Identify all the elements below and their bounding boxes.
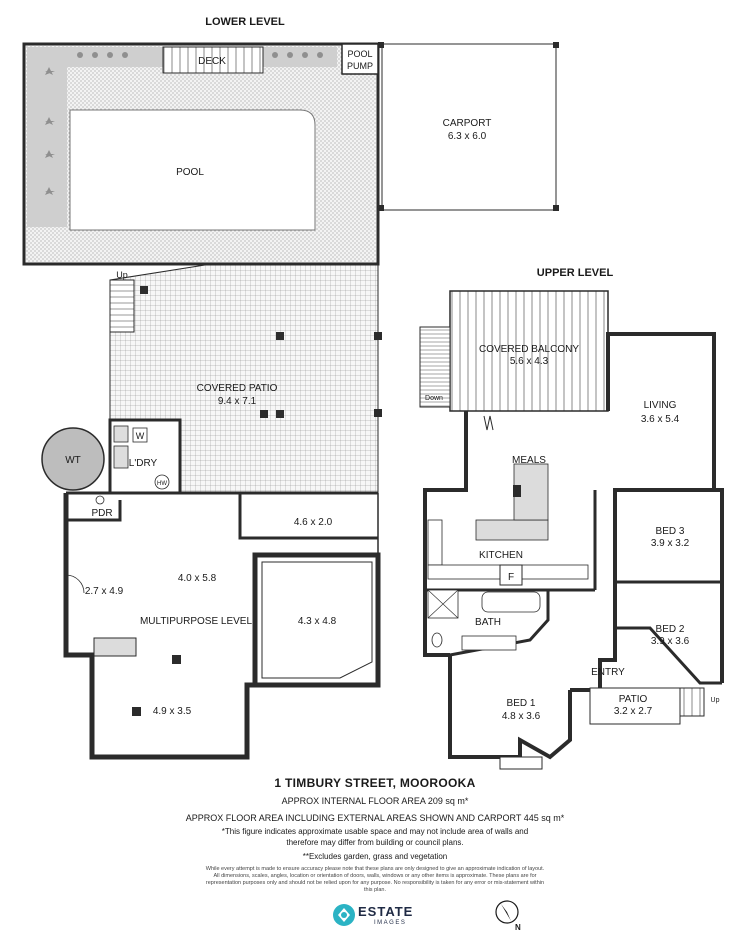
upper-level-walls: [423, 332, 724, 760]
kitchen: F MEALS KITCHEN: [427, 455, 589, 586]
bed-2-label: BED 2: [656, 624, 685, 635]
bed-1-label: BED 1: [507, 698, 536, 709]
pool-label: POOL: [176, 167, 204, 178]
meals-label: MEALS: [512, 455, 546, 466]
living-dimension: 3.6 x 5.4: [641, 414, 680, 425]
room-c-dimension: 4.0 x 5.8: [178, 573, 217, 584]
hot-water-label: HW: [157, 481, 167, 487]
exclusions-note: **Excludes garden, grass and vegetation: [302, 852, 448, 861]
room-e-dimension: 4.9 x 3.5: [153, 706, 192, 717]
upper-stairs: [419, 326, 451, 408]
entry-label: ENTRY: [591, 667, 625, 678]
living-label: LIVING: [644, 400, 677, 411]
bay-window: [499, 756, 543, 770]
covered-patio-dimension: 9.4 x 7.1: [218, 396, 257, 407]
pool-pump-label-1: POOL: [347, 49, 372, 59]
lower-level-heading: LOWER LEVEL: [205, 16, 285, 28]
estate-images-logo-icon: [333, 904, 355, 926]
pool-pump: [341, 43, 379, 75]
laundry: W HW L'DRY: [108, 418, 182, 495]
brand-subtitle: IMAGES: [374, 920, 407, 926]
bed-1-dimension: 4.8 x 3.6: [502, 711, 541, 722]
patio-stairs: [679, 687, 705, 717]
area-note-line-2: therefore may differ from building or co…: [286, 838, 464, 847]
bed-2-dimension: 3.9 x 3.6: [651, 636, 690, 647]
fridge-label: F: [508, 572, 514, 583]
external-floor-area: APPROX FLOOR AREA INCLUDING EXTERNAL ARE…: [185, 813, 565, 823]
patio-dimension: 3.2 x 2.7: [614, 706, 653, 717]
bath-label: BATH: [475, 617, 501, 628]
covered-balcony: Down COVERED BALCONY 5.6 x 4.3: [419, 290, 609, 412]
washer-label: W: [136, 431, 145, 441]
room-b-dimension: 2.7 x 4.9: [85, 586, 124, 597]
water-tank: WT: [41, 427, 105, 491]
brand-logo: ESTATE IMAGES: [332, 903, 422, 929]
bed-3-dimension: 3.9 x 3.2: [651, 538, 690, 549]
lower-stairs-up-label: Up: [116, 270, 128, 280]
upper-level-heading: UPPER LEVEL: [537, 267, 614, 279]
pool: [69, 109, 316, 231]
water-tank-label: WT: [65, 455, 81, 466]
property-address: 1 TIMBURY STREET, MOOROOKA: [274, 776, 476, 790]
multipurpose-label: MULTIPURPOSE LEVEL: [140, 616, 253, 627]
carport-dimension: 6.3 x 6.0: [448, 131, 487, 142]
garden-bed-left: [27, 47, 67, 227]
powder-room-label: PDR: [91, 508, 112, 519]
upper-stairs-down-label: Down: [425, 395, 443, 402]
carport-label: CARPORT: [443, 118, 492, 129]
disclaimer: While every attempt is made to ensure ac…: [205, 866, 545, 893]
multipurpose-level: [63, 491, 381, 760]
pool-pump-label-2: PUMP: [347, 61, 373, 71]
entry-patio: Up PATIO 3.2 x 2.7: [589, 687, 720, 725]
patio-label: PATIO: [619, 694, 648, 705]
area-note-line-1: *This figure indicates approximate usabl…: [221, 827, 529, 836]
north-arrow-icon: N: [495, 900, 521, 932]
room-d-dimension: 4.3 x 4.8: [298, 616, 337, 627]
pool-area: DECK POOL PUMP POOL: [22, 42, 380, 266]
carport: CARPORT 6.3 x 6.0: [378, 42, 559, 211]
bathroom: BATH: [427, 589, 541, 651]
room-a-dimension: 4.6 x 2.0: [294, 517, 333, 528]
kitchen-label: KITCHEN: [479, 550, 523, 561]
covered-balcony-dimension: 5.6 x 4.3: [510, 356, 549, 367]
brand-name: ESTATE: [358, 904, 414, 919]
patio-stairs-up-label: Up: [711, 697, 720, 704]
covered-patio-label: COVERED PATIO: [197, 383, 278, 394]
lower-stairs: [109, 279, 135, 333]
deck: [162, 46, 264, 74]
bed-3-label: BED 3: [656, 526, 685, 537]
laundry-label: L'DRY: [129, 458, 158, 469]
deck-label: DECK: [198, 56, 226, 67]
north-label: N: [515, 923, 521, 932]
internal-floor-area: APPROX INTERNAL FLOOR AREA 209 sq m*: [281, 796, 469, 806]
covered-balcony-label: COVERED BALCONY: [479, 344, 579, 355]
